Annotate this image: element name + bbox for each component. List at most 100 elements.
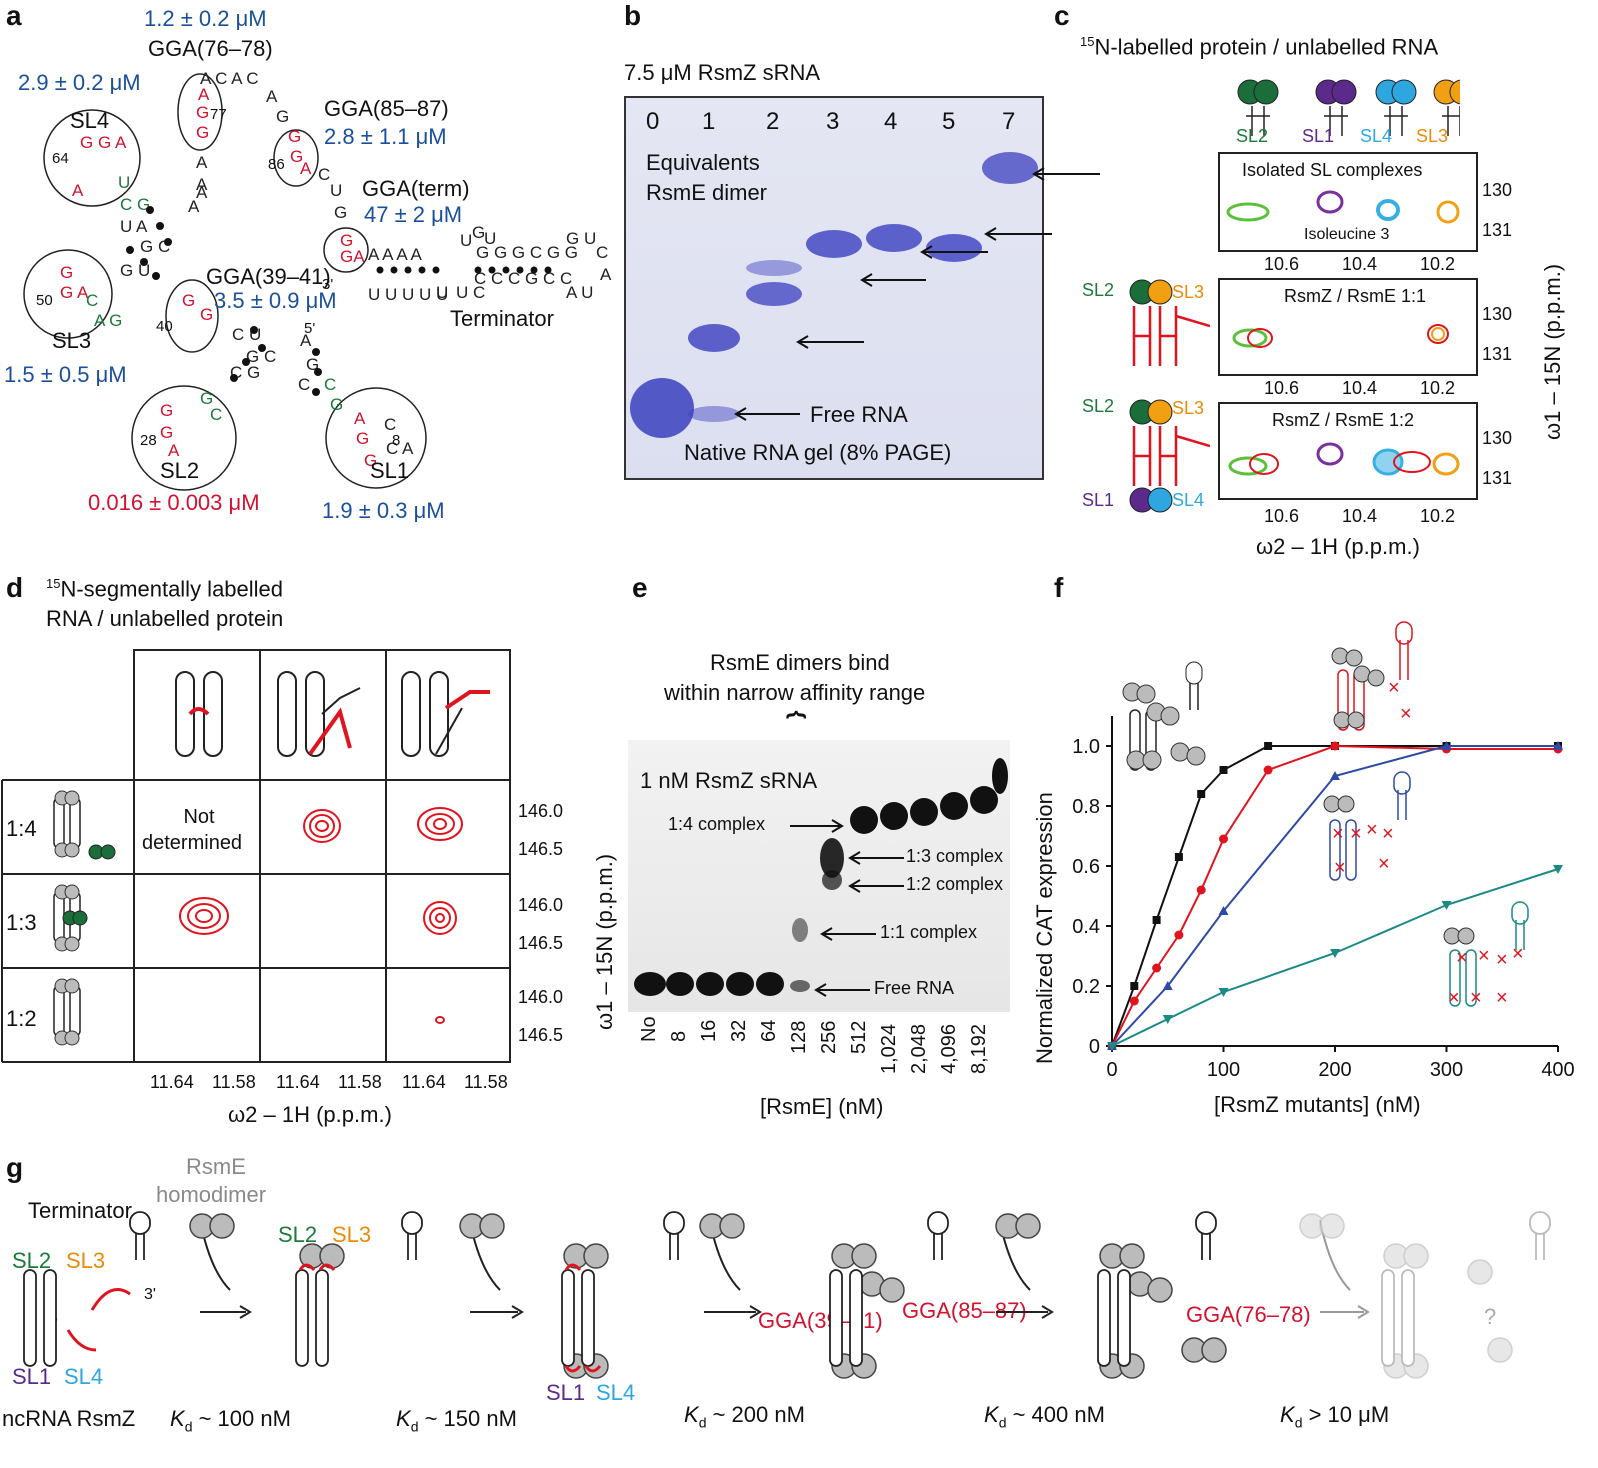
- data-point: [1129, 996, 1139, 1006]
- x-tick-label: 200: [1318, 1059, 1351, 1081]
- svg-text:A: A: [198, 85, 210, 104]
- svg-text:G: G: [356, 429, 369, 448]
- data-point: [1219, 834, 1228, 844]
- xtick: 11.64: [276, 1072, 320, 1092]
- svg-text:U: U: [330, 181, 342, 200]
- svg-text:×: ×: [1400, 703, 1412, 725]
- nmr-box3-title: RsmZ / RsmE 1:2: [1272, 410, 1415, 430]
- sl4-label: SL4: [70, 108, 110, 133]
- sl-dimer-icons: [1237, 79, 1460, 136]
- xtick: 10.4: [1342, 254, 1378, 274]
- data-point: [1107, 1042, 1117, 1051]
- g-pathway-diagram: [23, 1211, 1551, 1379]
- lane-label: 16: [698, 1019, 720, 1042]
- svg-text:C G: C G: [120, 195, 150, 214]
- kd-symbol: K: [170, 1406, 185, 1431]
- d-row-1to4: 1:4: [6, 816, 37, 841]
- xtick: 10.6: [1264, 254, 1300, 274]
- gel-b-title: 7.5 μM RsmZ sRNA: [624, 60, 821, 85]
- d-grid: [1, 649, 511, 1063]
- kd-symbol: K: [1280, 1402, 1295, 1427]
- svg-text:U: U: [118, 173, 130, 192]
- data-point: [1330, 949, 1340, 958]
- kd-symbol: K: [396, 1406, 411, 1431]
- series-line-0: [1111, 745, 1558, 1047]
- data-point: [1162, 981, 1173, 990]
- ytick: 146.5: [518, 839, 564, 859]
- xtick: 10.4: [1342, 506, 1378, 526]
- svg-text:A: A: [266, 87, 278, 106]
- svg-text:G G G C G G: G G G C G G: [476, 243, 578, 262]
- panel-c-title-text: N-labelled protein / unlabelled RNA: [1094, 34, 1439, 60]
- sl2-number: 28: [140, 432, 157, 449]
- top-sl1: SL1: [1302, 126, 1335, 146]
- svg-text:×: ×: [1512, 943, 1524, 965]
- svg-text:G: G: [340, 231, 353, 250]
- svg-text:C: C: [86, 291, 98, 310]
- panel-f-letter: f: [1054, 572, 1064, 603]
- gel-b-lanes: 0 1 2 3 4 5 7: [624, 108, 1040, 138]
- data-point: [1162, 1015, 1173, 1024]
- data-point: [1218, 988, 1229, 997]
- svg-text:G: G: [160, 423, 173, 442]
- data-point: [1174, 930, 1184, 940]
- lane-label: 5: [942, 108, 956, 135]
- svg-text:C: C: [318, 165, 330, 184]
- top-sl3: SL3: [1416, 126, 1449, 146]
- data-point: [1196, 885, 1206, 895]
- lane-label: 0: [646, 108, 660, 135]
- xtick: 11.58: [212, 1072, 256, 1092]
- c-side-sl3-a: SL3: [1172, 282, 1205, 302]
- lane-label: 1,024: [878, 1023, 900, 1074]
- g-step3-sl1: SL1: [546, 1380, 586, 1405]
- complex-1to2: 1:2 complex: [906, 874, 1004, 894]
- ytick: 146.0: [518, 987, 564, 1007]
- svg-text:A: A: [600, 265, 612, 284]
- svg-text:×: ×: [1496, 949, 1508, 971]
- svg-text:G: G: [330, 395, 343, 414]
- data-point: [1174, 853, 1183, 861]
- radiolabel-gel: [628, 740, 1010, 1012]
- ytick: 130: [1482, 180, 1513, 200]
- data-point: [1152, 963, 1162, 973]
- ytick: 131: [1482, 344, 1513, 364]
- lane-label: 4,096: [938, 1023, 960, 1074]
- lane-label: 8,192: [968, 1023, 990, 1074]
- complex-1to4: 1:4 complex: [668, 814, 766, 834]
- svg-text:G: G: [334, 203, 347, 222]
- f-ylabel: Normalized CAT expression: [1032, 792, 1057, 1064]
- sl1-label: SL1: [370, 458, 410, 483]
- y-tick-label: 0.6: [1072, 856, 1100, 878]
- kd-symbol: K: [984, 1402, 999, 1427]
- g-sl2: SL2: [12, 1248, 52, 1273]
- svg-text:GA: GA: [340, 247, 365, 266]
- panel-c-title: 15N-labelled protein / unlabelled RNA: [1080, 34, 1438, 60]
- sl2-label: SL2: [160, 458, 200, 483]
- svg-text:G: G: [472, 223, 485, 242]
- svg-text:×: ×: [1350, 823, 1362, 845]
- svg-text:U: U: [484, 229, 496, 248]
- svg-text:G: G: [196, 123, 209, 142]
- svg-text:U: U: [460, 231, 472, 250]
- svg-text:×: ×: [1332, 823, 1344, 845]
- lane-label: 2,048: [908, 1023, 930, 1074]
- free-rna-label: Free RNA: [810, 402, 908, 427]
- svg-text:G A: G A: [60, 283, 89, 302]
- nmr-box1-sub: Isoleucine 3: [1304, 226, 1390, 243]
- d-row-1to3: 1:3: [6, 910, 37, 935]
- nmr-box2-title: RsmZ / RsmE 1:1: [1284, 286, 1427, 306]
- rsme-dimer-label: RsmE dimer: [646, 180, 768, 205]
- c-rna-icons: [1129, 279, 1210, 513]
- nmr-box1-title: Isolated SL complexes: [1242, 160, 1423, 180]
- e-free-rna: Free RNA: [874, 978, 955, 998]
- g-sl3: SL3: [66, 1248, 106, 1273]
- svg-text:U: U: [436, 283, 448, 302]
- xtick: 10.6: [1264, 506, 1300, 526]
- svg-text:A: A: [72, 181, 84, 200]
- g-kd-150: Kd ~ 150 nM: [396, 1406, 517, 1434]
- kd-value: ~ 200 nM: [706, 1402, 805, 1427]
- svg-text:A A A A: A A A A: [368, 245, 423, 264]
- c-side-sl1: SL1: [1082, 490, 1115, 510]
